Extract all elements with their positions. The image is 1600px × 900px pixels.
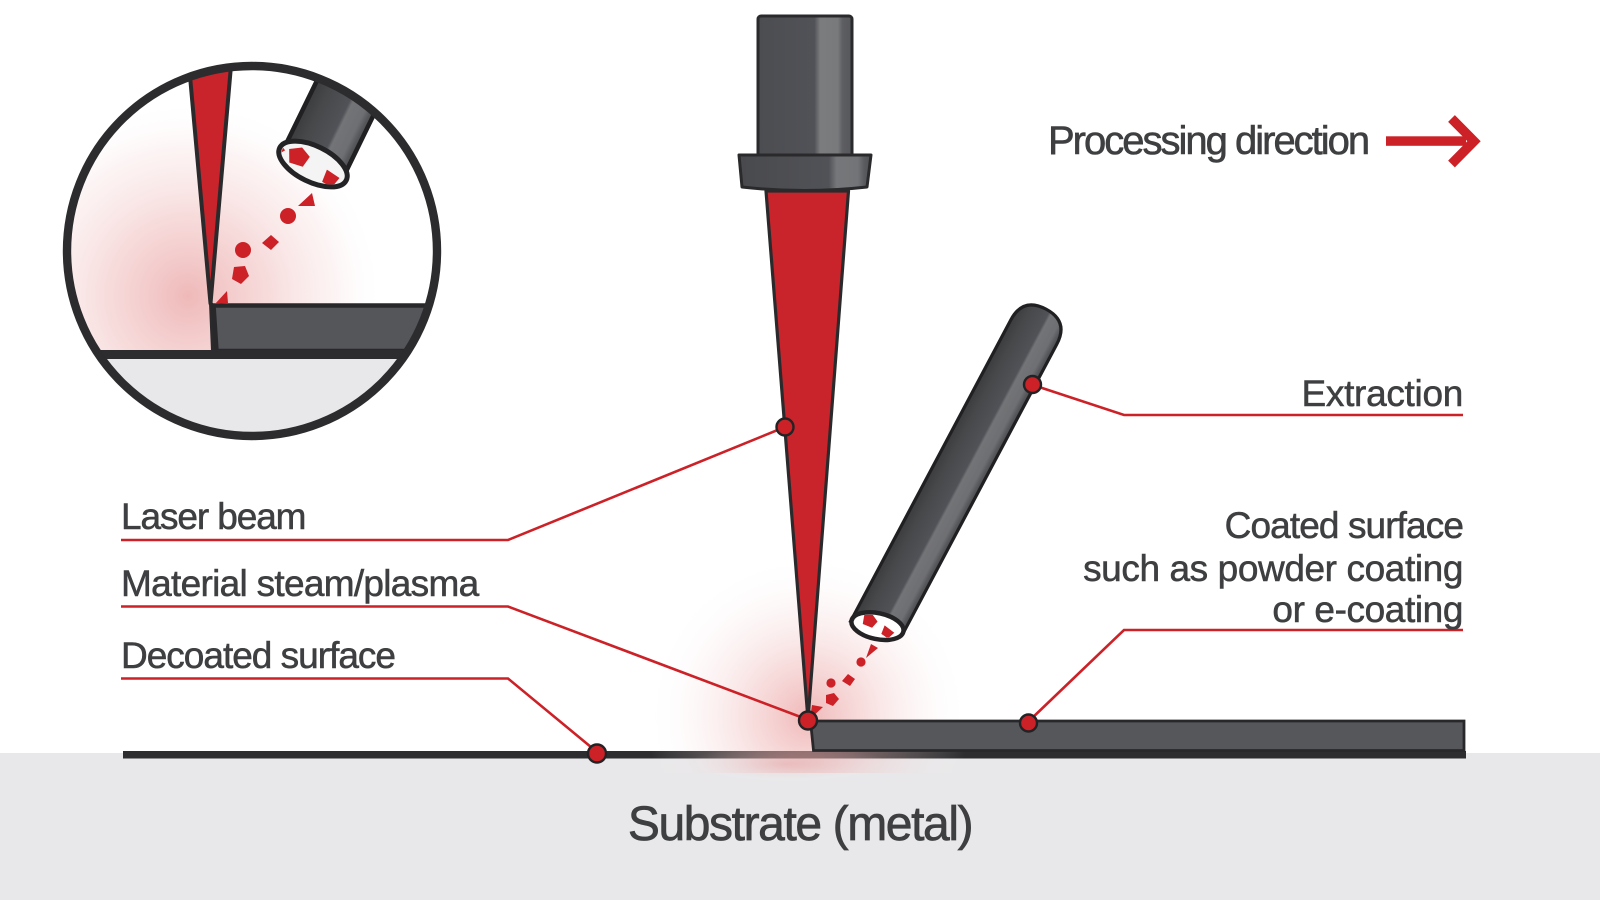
svg-text:such as powder coating: such as powder coating [1083, 548, 1463, 589]
svg-text:Extraction: Extraction [1301, 373, 1463, 414]
svg-text:Material steam/plasma: Material steam/plasma [121, 563, 480, 604]
svg-text:Substrate (metal): Substrate (metal) [628, 798, 972, 851]
svg-text:Processing direction: Processing direction [1048, 119, 1368, 163]
svg-text:or e-coating: or e-coating [1272, 589, 1463, 630]
svg-text:Decoated surface: Decoated surface [121, 635, 395, 676]
svg-text:Coated surface: Coated surface [1225, 505, 1463, 546]
svg-text:Laser beam: Laser beam [121, 496, 305, 537]
